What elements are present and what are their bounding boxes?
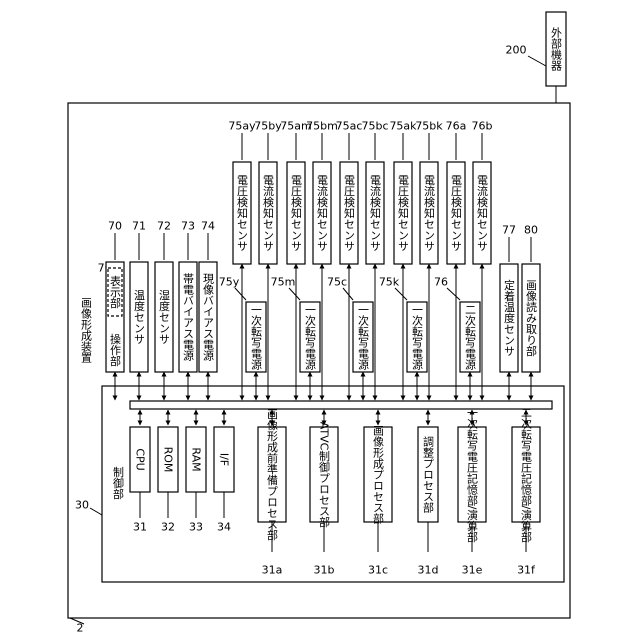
device-80-label: 画像読み取り部 [525, 280, 538, 357]
controller-33-ref: 33 [189, 521, 203, 534]
peripheral-73-ref: 73 [181, 220, 195, 233]
peripheral-71-ref: 71 [132, 220, 146, 233]
sensor-75ay-ref: 75ay [228, 120, 256, 133]
peripheral-71-label: 温度センサ [133, 289, 146, 344]
controller-ref-30: 30 [75, 499, 89, 512]
transfer-power-groups: 75ay電圧検知センサ75by電流検知センサ75y一次転写電源75am電圧検知セ… [219, 120, 493, 401]
peripheral-72-ref: 72 [157, 220, 171, 233]
sensor-75bc-label: 電流検知センサ [369, 174, 382, 251]
power-75c-label: 一次転写電源 [357, 304, 370, 371]
sensor-75by-ref: 75by [254, 120, 282, 133]
sensor-76a-label: 電圧検知センサ [450, 174, 463, 251]
process-31f-ref: 31f [517, 564, 536, 577]
power-75c-ref-leader [343, 288, 353, 300]
controller-34-ref: 34 [217, 521, 231, 534]
power-75m-ref: 75m [271, 276, 296, 289]
power-75k-label: 一次転写電源 [411, 304, 424, 371]
power-76-ref-leader [447, 288, 460, 300]
peripheral-column: 70 操作部 表示部 71 温度センサ 72 湿度センサ 73 帯電バイアス電源 74 現像バイアス… [106, 220, 217, 401]
internal-bus [130, 401, 552, 409]
peripheral-72-label: 湿度センサ [158, 289, 171, 344]
controller-title: 制御部 [112, 466, 125, 499]
power-75k-ref: 75k [379, 276, 400, 289]
controller-ref-leader [90, 508, 102, 515]
sensor-75bc-ref: 75bc [361, 120, 388, 133]
process-31a-label: 画像形成前準備プロセス部 [266, 409, 279, 541]
process-31c-label: 画像形成プロセス部 [372, 425, 385, 524]
peripheral-70-ref: 70 [108, 220, 122, 233]
controller-33-label: RAM [190, 447, 203, 471]
external-device-label: 外部機器 [550, 27, 563, 72]
process-31b-label: ATVC制御プロセス部 [318, 422, 331, 528]
peripheral-73-label: 帯電バイアス電源 [182, 273, 195, 362]
controller-31-ref: 31 [133, 521, 147, 534]
sensor-75ay-label: 電圧検知センサ [236, 174, 249, 251]
sensor-75ak-ref: 75ak [389, 120, 417, 133]
power-75k-ref-leader [395, 288, 407, 300]
power-76-label: 二次転写電源 [464, 304, 477, 371]
process-31e-ref: 31e [462, 564, 483, 577]
power-75y-ref-leader [235, 288, 246, 300]
sensor-75by-label: 電流検知センサ [262, 174, 275, 251]
peripheral-70-display-label: 表示部 [109, 274, 122, 308]
sensor-76b-ref: 76b [472, 120, 493, 133]
peripheral-70-label: 操作部 [109, 332, 122, 366]
device-title: 画像形成装置 [80, 297, 93, 363]
sensor-75ac-label: 電圧検知センサ [343, 174, 356, 251]
controller-31-label: CPU [134, 448, 147, 470]
power-75m-label: 一次転写電源 [304, 304, 317, 371]
sensor-75am-label: 電圧検知センサ [290, 174, 303, 251]
controller-32-ref: 32 [161, 521, 175, 534]
power-75y-label: 一次転写電源 [250, 304, 263, 371]
power-75y-ref: 75y [219, 276, 240, 289]
device-77-ref: 77 [502, 224, 516, 237]
process-31c-ref: 31c [368, 564, 388, 577]
controller-34-label: I/F [218, 453, 231, 466]
power-75m-ref-leader [289, 288, 300, 300]
external-device-ref-leader [528, 56, 546, 66]
power-76-ref: 76 [434, 276, 448, 289]
sensor-75ak-label: 電圧検知センサ [397, 174, 410, 251]
right-devices: 77 定着温度センサ 80 画像読み取り部 [500, 224, 540, 401]
sensor-75bm-label: 電流検知センサ [316, 174, 329, 251]
process-31a-ref: 31a [262, 564, 283, 577]
controller-32-label: ROM [162, 447, 175, 473]
sensor-75bk-label: 電流検知センサ [423, 174, 436, 251]
sensor-75bm-ref: 75bm [306, 120, 338, 133]
process-31b-ref: 31b [314, 564, 335, 577]
external-device-ref-200: 200 [506, 44, 527, 57]
controller-parts: CPU 31 ROM 32 RAM 33 I/F 34 [130, 410, 234, 534]
sensor-75ac-ref: 75ac [336, 120, 363, 133]
power-75c-ref: 75c [327, 276, 347, 289]
sensor-76a-ref: 76a [446, 120, 467, 133]
device-77-label: 定着温度センサ [503, 278, 516, 356]
process-31d-ref: 31d [418, 564, 439, 577]
peripheral-74-label: 現像バイアス電源 [202, 273, 215, 362]
sensor-76b-label: 電流検知センサ [476, 174, 489, 251]
process-units: 画像形成前準備プロセス部 31a ATVC制御プロセス部 31b 画像形成プロセス部 31… [258, 407, 540, 577]
sensor-75bk-ref: 75bk [415, 120, 443, 133]
device-80-ref: 80 [524, 224, 538, 237]
process-31d-label: 調整プロセス部 [422, 435, 435, 513]
peripheral-74-ref: 74 [201, 220, 215, 233]
